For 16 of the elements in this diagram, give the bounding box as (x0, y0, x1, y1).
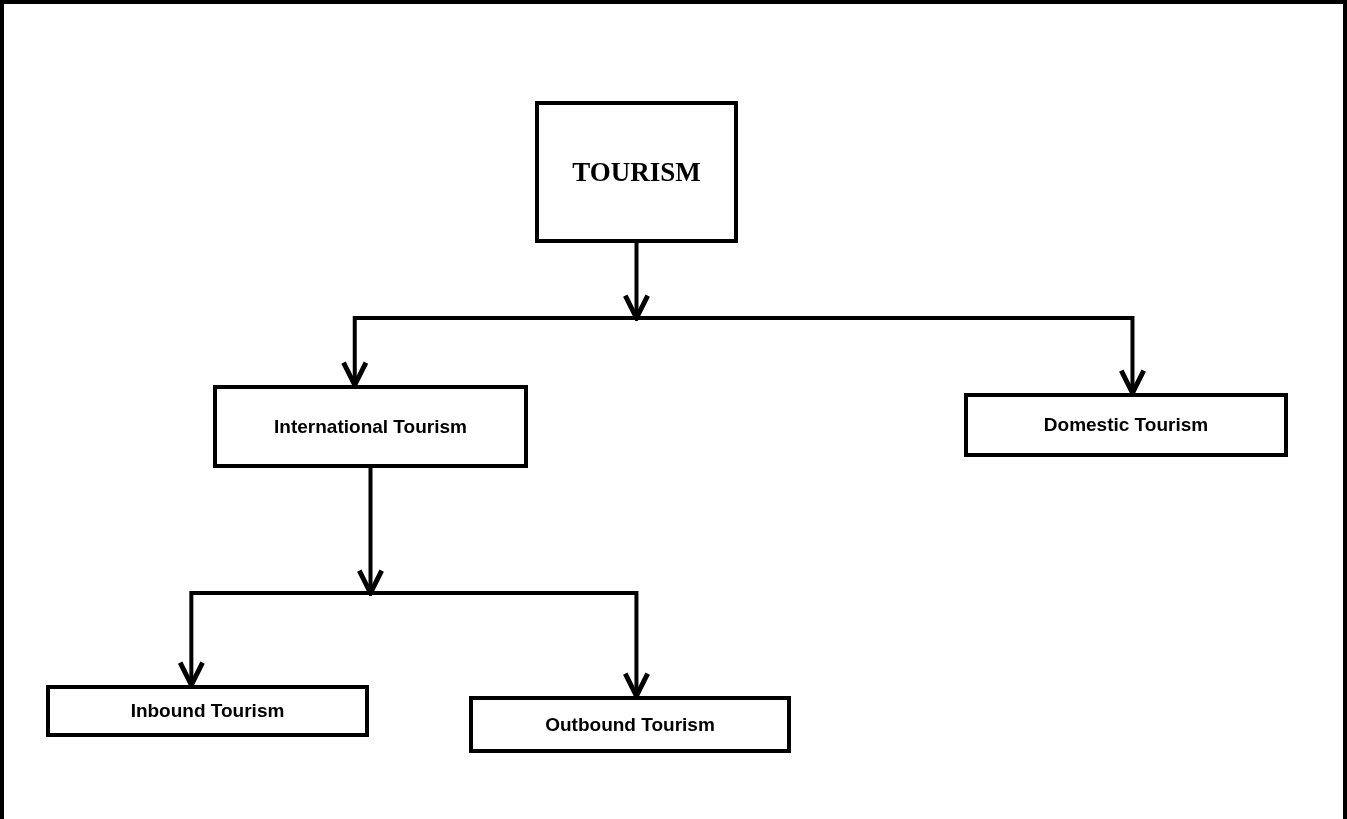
node-label: Domestic Tourism (1043, 414, 1209, 436)
box (535, 101, 738, 243)
arrow (177, 591, 371, 688)
box (46, 685, 369, 737)
arrow (636, 316, 1147, 396)
node-label: Inbound Tourism (130, 700, 285, 722)
box (469, 696, 791, 753)
node-label: TOURISM (572, 156, 701, 188)
arrow (341, 316, 637, 388)
arrow (370, 591, 651, 699)
box (964, 393, 1288, 457)
node-label: International Tourism (274, 415, 467, 438)
arrow (622, 243, 651, 321)
arrow (356, 468, 385, 596)
box (213, 385, 528, 468)
node-label: Outbound Tourism (545, 713, 715, 736)
